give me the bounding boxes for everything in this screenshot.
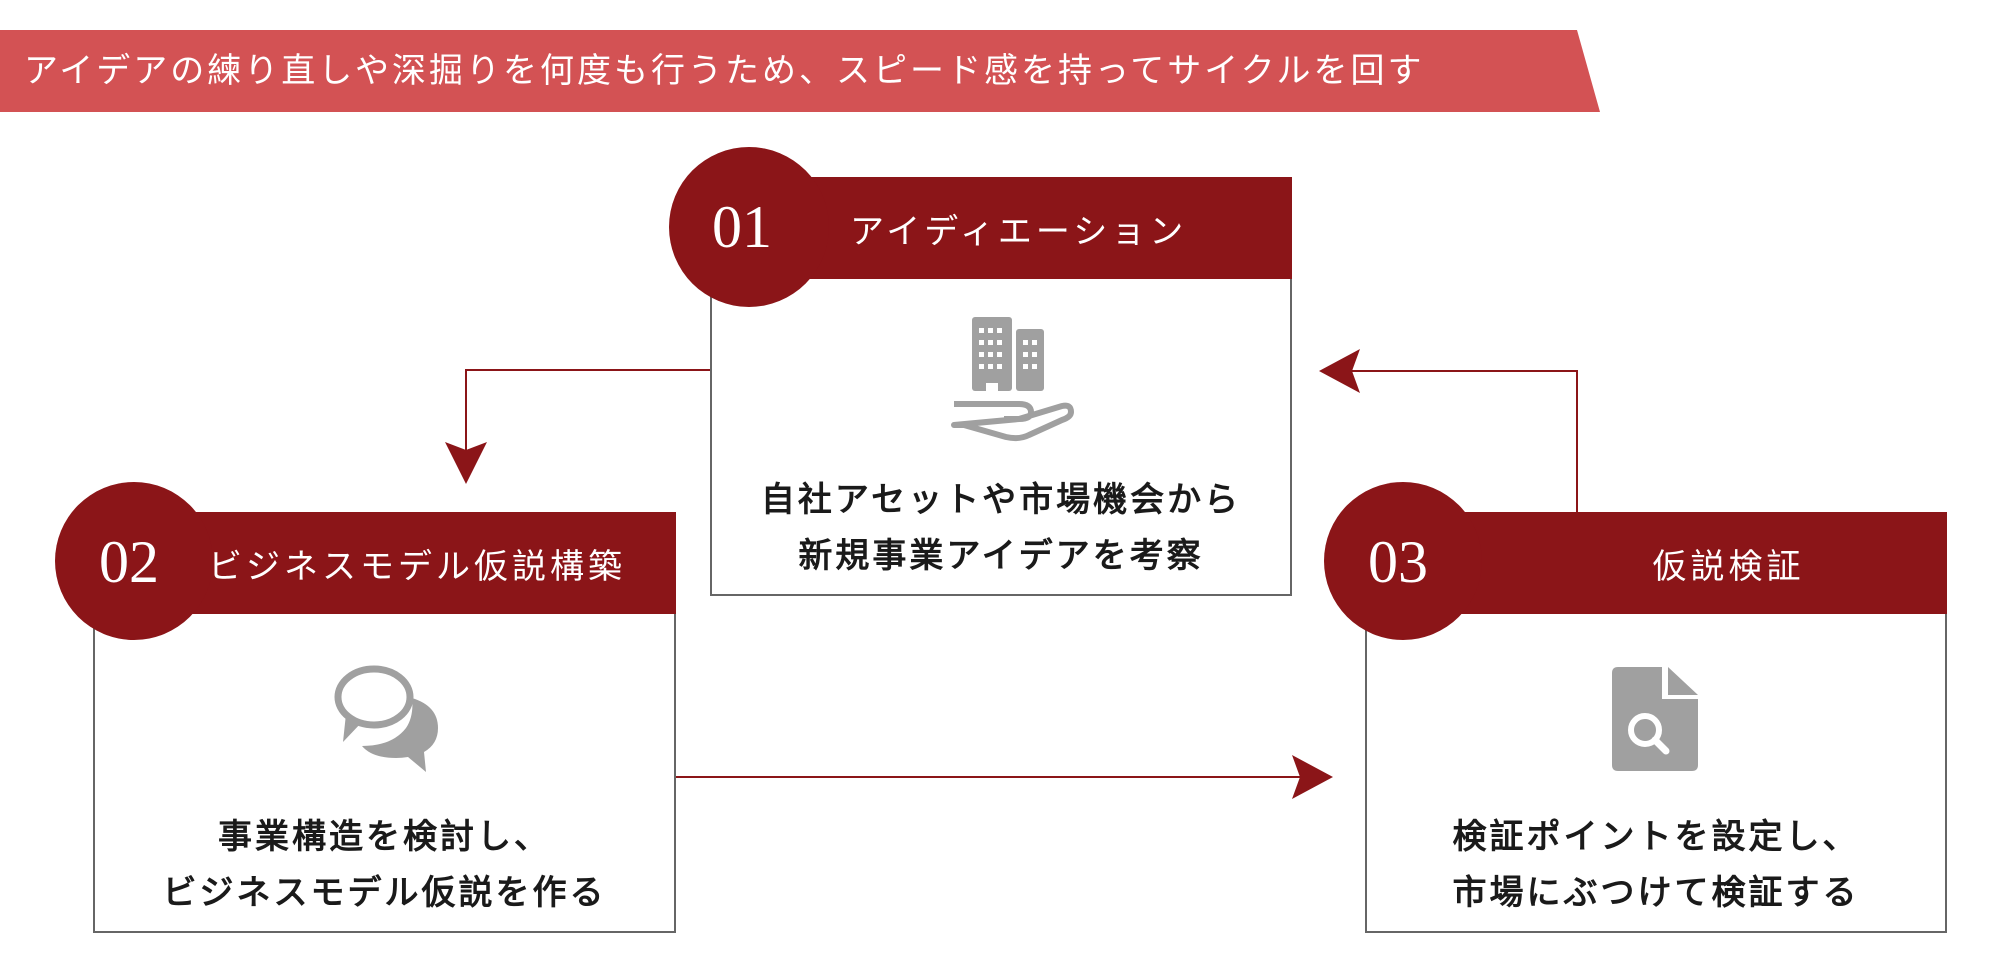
step-02-description-line-2: ビジネスモデル仮説を作る (162, 873, 607, 913)
step-01-description-line-2: 新規事業アイデアを考察 (798, 536, 1204, 576)
step-02-number: 02 (99, 529, 159, 595)
chat-bubbles-icon (332, 662, 442, 772)
step-03-description: 検証ポイントを設定し、 市場にぶつけて検証する (1367, 809, 1945, 921)
cycle-banner: アイデアの練り直しや深掘りを何度も行うため、スピード感を持ってサイクルを回す (0, 30, 1600, 112)
step-03-header: 仮説検証 (1420, 512, 1947, 614)
building-in-hand-icon (944, 307, 1074, 442)
arrow-02-to-03 (675, 755, 1333, 799)
step-01-description-line-1: 自社アセットや市場機会から (760, 480, 1242, 520)
step-03-description-line-2: 市場にぶつけて検証する (1452, 873, 1860, 913)
step-03-title: 仮説検証 (1652, 546, 1805, 587)
step-02-description: 事業構造を検討し、 ビジネスモデル仮説を作る (95, 809, 674, 921)
step-01-header: アイディエーション (760, 177, 1292, 279)
step-02-description-line-1: 事業構造を検討し、 (218, 817, 551, 857)
step-01-title: アイディエーション (850, 211, 1188, 252)
step-02-number-badge: 02 (55, 482, 213, 640)
step-01-number: 01 (712, 194, 772, 260)
step-02-title: ビジネスモデル仮説構築 (208, 546, 626, 587)
document-search-icon (1612, 667, 1702, 771)
banner-text: アイデアの練り直しや深掘りを何度も行うため、スピード感を持ってサイクルを回す (24, 51, 1425, 91)
step-03-number: 03 (1368, 529, 1428, 595)
step-03-number-badge: 03 (1324, 482, 1482, 640)
arrow-01-to-02 (445, 369, 710, 484)
step-01-description: 自社アセットや市場機会から 新規事業アイデアを考察 (712, 472, 1290, 584)
step-02-header: ビジネスモデル仮説構築 (140, 512, 676, 614)
arrow-03-to-01 (1319, 349, 1578, 512)
step-01-number-badge: 01 (669, 147, 829, 307)
step-03-description-line-1: 検証ポイントを設定し、 (1452, 817, 1860, 857)
banner-shape (0, 30, 1600, 112)
